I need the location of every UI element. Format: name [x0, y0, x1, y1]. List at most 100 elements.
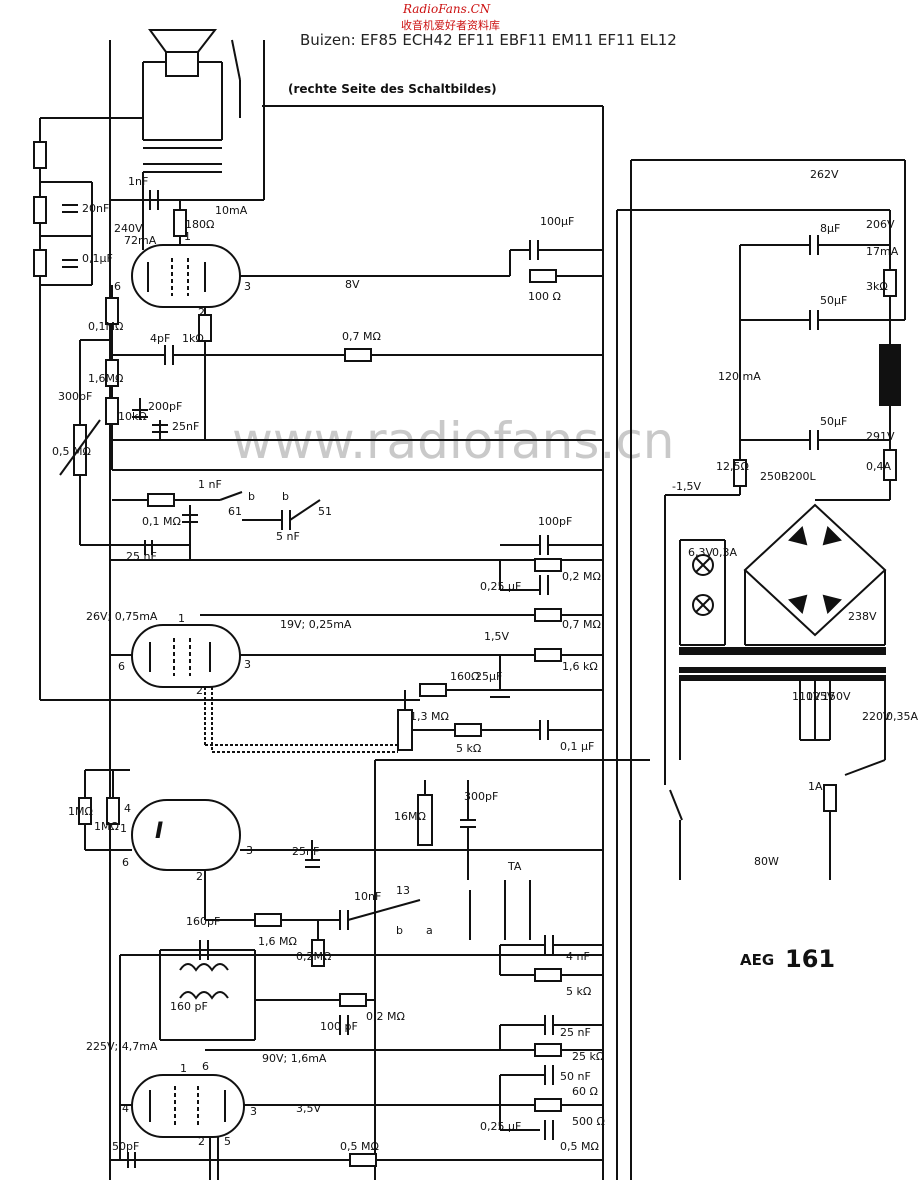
- label-ohm125: 12,5Ω: [716, 460, 749, 473]
- label-ohm60: 60 Ω: [572, 1085, 598, 1098]
- label-nf25d: 25 nF: [560, 1026, 591, 1039]
- label-mohm02b: 0,2MΩ: [296, 950, 331, 963]
- label-a03: 0,3A: [712, 546, 737, 559]
- label-mohm16: 1,6MΩ: [88, 372, 123, 385]
- label-nf50: 50 nF: [560, 1070, 591, 1083]
- pin-5d: 5: [224, 1135, 231, 1148]
- label-w80: 80W: [754, 855, 779, 868]
- label-v19: 19V; 0,25mA: [280, 618, 352, 631]
- label-mohm02c: 0,2 MΩ: [366, 1010, 405, 1023]
- label-a035: 0,35A: [886, 710, 918, 723]
- label-mohm05b: 0,5 MΩ: [340, 1140, 379, 1153]
- pin-4d: 4: [122, 1102, 129, 1115]
- label-nf25: 25nF: [172, 420, 199, 433]
- label-kohm25: 25 kΩ: [572, 1050, 604, 1063]
- model-brand: AEG: [740, 951, 774, 969]
- label-v262: 262V: [810, 168, 839, 181]
- label-v206: 206V: [866, 218, 895, 231]
- label-mohm05: 0,5 MΩ: [52, 445, 91, 458]
- component-labels: 262V 10mA 1nF 100µF 100 Ω 8V 240V 72mA 1…: [52, 168, 918, 1153]
- pin-6b: 6: [118, 660, 125, 673]
- label-pf100b: 100 pF: [320, 1020, 358, 1033]
- pin-3b: 3: [244, 658, 251, 671]
- label-mohm01: 0,1MΩ: [88, 320, 123, 333]
- label-ma120: 120 mA: [718, 370, 761, 383]
- label-v63: 6,3V: [688, 546, 713, 559]
- label-nf25c: 25nF: [292, 845, 319, 858]
- label-uf100: 100µF: [540, 215, 574, 228]
- label-nb: b: [396, 924, 403, 937]
- label-v90: 90V; 1,6mA: [262, 1052, 327, 1065]
- label-uf01b: 0,1 µF: [560, 740, 594, 753]
- pin-1c: 1: [120, 822, 127, 835]
- label-uf8: 8µF: [820, 222, 840, 235]
- label-v8: 8V: [345, 278, 360, 291]
- label-uf025: 0,25 µF: [480, 580, 521, 593]
- label-ta: TA: [507, 860, 522, 873]
- label-ohm160: 160Ω: [450, 670, 479, 683]
- label-nf4: 4 nF: [566, 950, 590, 963]
- label-nf1: 1nF: [128, 175, 148, 188]
- pin-1d: 1: [180, 1062, 187, 1075]
- label-sb1: b: [248, 490, 255, 503]
- pin-2b: 2: [196, 684, 203, 697]
- pin-3d: 3: [250, 1105, 257, 1118]
- source-chinese: 收音机爱好者资料库: [401, 19, 500, 32]
- tube-lineup: Buizen: EF85 ECH42 EF11 EBF11 EM11 EF11 …: [300, 31, 677, 49]
- label-v240: 240V: [114, 222, 143, 235]
- pin-1a: 1: [184, 230, 191, 243]
- label-mohm16b: 16MΩ: [394, 810, 426, 823]
- label-kohm5b: 5 kΩ: [566, 985, 591, 998]
- label-nf25b: 25 nF: [126, 550, 157, 563]
- label-pf200: 200pF: [148, 400, 182, 413]
- pin-6a: 6: [114, 280, 121, 293]
- model-number: 161: [785, 945, 835, 973]
- label-pf100: 100pF: [538, 515, 572, 528]
- label-n13: 13: [396, 884, 410, 897]
- label-v110: 110V: [792, 690, 821, 703]
- label-v220: 220V: [862, 710, 891, 723]
- label-mohm16c: 1,6 MΩ: [258, 935, 297, 948]
- label-uf25: 25µF: [475, 670, 502, 683]
- wiring: [33, 29, 906, 1180]
- label-kohm1: 1kΩ: [182, 332, 204, 345]
- pin-3c: 3: [246, 844, 253, 857]
- label-nf5: 5 nF: [276, 530, 300, 543]
- label-mohm1b: 1MΩ: [94, 820, 119, 833]
- label-nf1b: 1 nF: [198, 478, 222, 491]
- label-pf50: 50pF: [112, 1140, 139, 1153]
- label-mohm01b: 0,1 MΩ: [142, 515, 181, 528]
- label-mohm1a: 1MΩ: [68, 805, 93, 818]
- label-nf20: 20nF: [82, 202, 109, 215]
- label-sb2: b: [282, 490, 289, 503]
- label-v15n: -1,5V: [672, 480, 701, 493]
- label-mohm13: 1,3 MΩ: [410, 710, 449, 723]
- label-ohm100: 100 Ω: [528, 290, 561, 303]
- label-uf025b: 0,25 µF: [480, 1120, 521, 1133]
- label-ma10: 10mA: [215, 204, 248, 217]
- label-pf300b: 300pF: [464, 790, 498, 803]
- pin-1b: 1: [178, 612, 185, 625]
- label-kohm5: 5 kΩ: [456, 742, 481, 755]
- label-na: a: [426, 924, 433, 937]
- label-ma17: 17mA: [866, 245, 899, 258]
- label-kohm16: 1,6 kΩ: [562, 660, 598, 673]
- label-v238: 238V: [848, 610, 877, 623]
- label-ma72: 72mA: [124, 234, 157, 247]
- schematic-subtitle: (rechte Seite des Schaltbildes): [288, 82, 497, 96]
- label-pf160a: 160pF: [186, 915, 220, 928]
- label-v15: 1,5V: [484, 630, 509, 643]
- label-mohm07: 0,7 MΩ: [342, 330, 381, 343]
- label-v291: 291V: [866, 430, 895, 443]
- label-kohm10: 10kΩ: [118, 410, 147, 423]
- label-mohm05c: 0,5 MΩ: [560, 1140, 599, 1153]
- label-rect: 250B200L: [760, 470, 817, 483]
- label-ohm500: 500 Ω: [572, 1115, 605, 1128]
- pin-2d: 2: [198, 1135, 205, 1148]
- label-v26: 26V; 0,75mA: [86, 610, 158, 623]
- label-v125: 125V: [806, 690, 835, 703]
- pin-2a: 2: [198, 306, 205, 319]
- label-a1: 1A: [808, 780, 823, 793]
- label-pf4: 4pF: [150, 332, 170, 345]
